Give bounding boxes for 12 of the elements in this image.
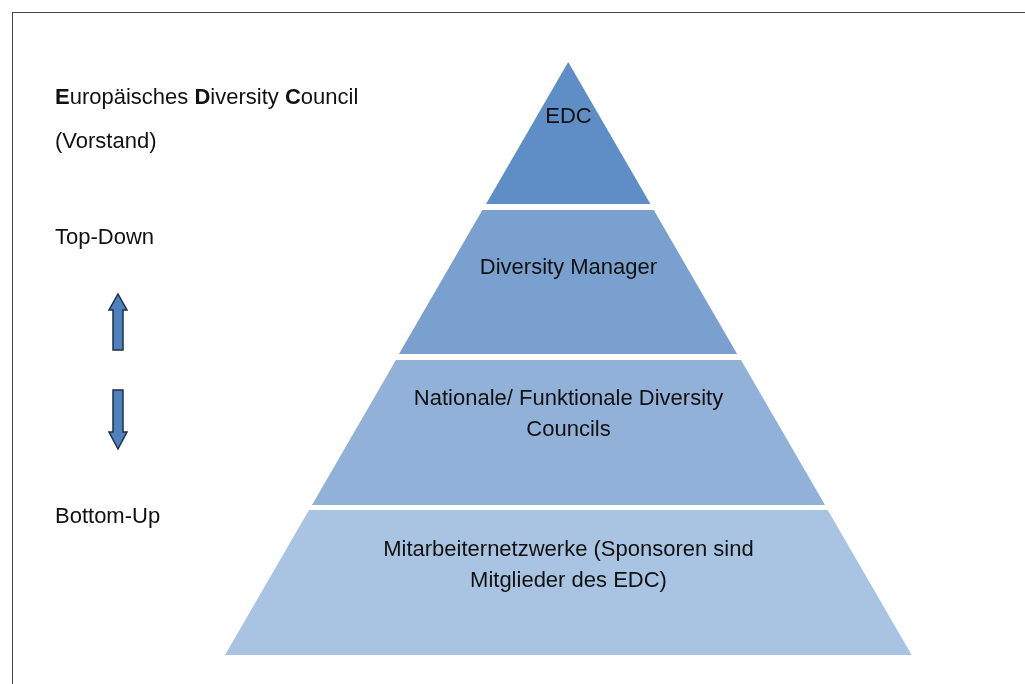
heading-text: Europäisches Diversity Council xyxy=(55,84,359,110)
band-label: Mitarbeiternetzwerke (Sponsoren sind Mitglieder des EDC) xyxy=(382,535,755,594)
direction-label: Top-Down xyxy=(55,224,155,250)
pyramid-band xyxy=(225,510,912,655)
direction-label: Bottom-Up xyxy=(55,503,161,529)
pyramid-band xyxy=(399,210,738,354)
band-label: Nationale/ Funktionale Diversity Councils xyxy=(412,384,725,443)
note-text: (Vorstand) xyxy=(55,128,157,154)
pyramid-top xyxy=(486,62,651,204)
pyramid-band xyxy=(312,360,825,505)
band-label: Diversity Manager xyxy=(478,253,659,281)
band-label: EDC xyxy=(544,102,593,130)
